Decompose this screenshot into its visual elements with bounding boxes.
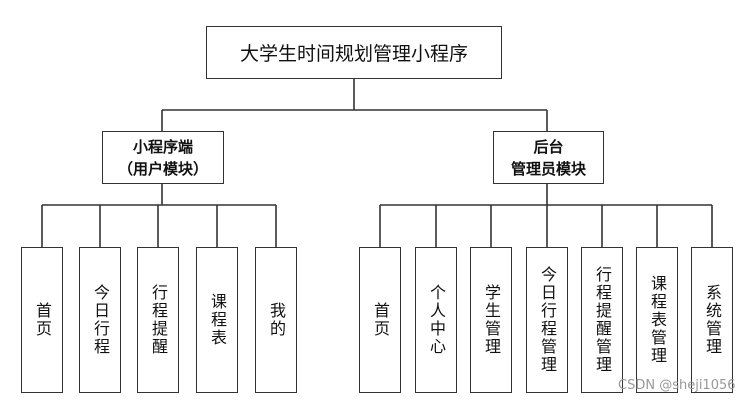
leaf-node: 首页 [21, 247, 63, 393]
root-node: 大学生时间规划管理小程序 [206, 26, 502, 79]
leaf-node: 系统管理 [691, 247, 733, 393]
group-node-line1: 后台 [533, 137, 564, 156]
group-node-line1: 小程序端 [132, 137, 193, 156]
leaf-node: 今日行程管理 [526, 247, 568, 393]
leaf-node: 课程表 [196, 247, 238, 393]
group-node-line2: 管理员模块 [510, 159, 586, 178]
leaf-node: 学生管理 [470, 247, 512, 393]
leaf-node: 行程提醒 [137, 247, 179, 393]
leaf-node: 行程提醒管理 [581, 247, 623, 393]
group-node-backend: 后台 管理员模块 [493, 131, 604, 184]
group-node-miniprogram: 小程序端 （用户模块） [102, 131, 224, 184]
leaf-node: 我的 [255, 247, 297, 393]
watermark-text: CSDN @sheji1056 [618, 378, 736, 393]
group-node-line2: （用户模块） [117, 159, 208, 178]
leaf-node: 个人中心 [415, 247, 457, 393]
root-node-label: 大学生时间规划管理小程序 [239, 43, 468, 65]
leaf-node: 课程表管理 [636, 247, 678, 393]
leaf-node: 首页 [359, 247, 401, 393]
leaf-node: 今日行程 [79, 247, 121, 393]
